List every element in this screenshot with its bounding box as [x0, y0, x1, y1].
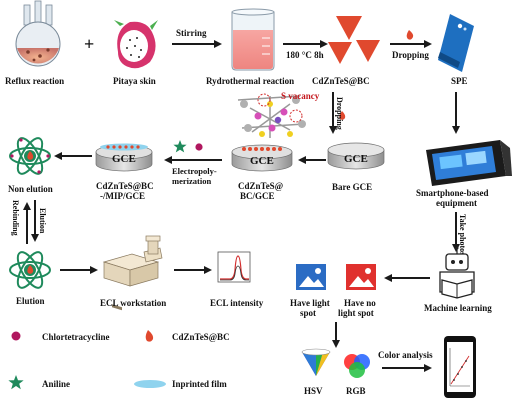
pitaya-label: Pitaya skin — [113, 76, 156, 86]
red-drop-legend-icon — [145, 330, 154, 342]
stirring-label: Stirring — [176, 28, 207, 38]
elution-label: Elution — [16, 296, 45, 306]
hsv-label: HSV — [304, 386, 323, 396]
have-light-spot-icon — [296, 264, 326, 290]
cdzntes-top-label: CdZnTeS@BC — [312, 76, 370, 86]
electropoly-label-1: Electropoly- — [172, 166, 217, 176]
ecl-workstation-icon — [102, 235, 163, 311]
reflux-label: Reflux reaction — [5, 76, 64, 86]
purple-circle-icon — [11, 331, 21, 341]
have-light-label-2: spot — [300, 308, 316, 318]
crystal-structure-icon — [237, 93, 306, 138]
spe-electrode-icon — [438, 14, 474, 72]
bare-gce-electrode — [327, 142, 385, 170]
dropping-top-label: Dropping — [392, 50, 429, 60]
red-drop-icon — [406, 30, 414, 40]
hydrothermal-label: Rydrothermal reaction — [206, 76, 294, 86]
gce3-label: GCE — [344, 153, 368, 165]
plus-icon: + — [84, 34, 94, 54]
green-star-small-icon — [173, 140, 187, 153]
temp-label: 180 °C 8h — [286, 50, 324, 60]
reflux-flask-icon — [15, 0, 61, 67]
pitaya-icon — [114, 20, 158, 69]
legend: Chlortetracycline CdZnTeS@BC Aniline Inp… — [8, 330, 230, 390]
gce2-label: GCE — [250, 155, 274, 167]
have-no-light-label-2: light spot — [338, 308, 374, 318]
machine-learning-label: Machine learning — [424, 303, 492, 313]
take-photos-label: Take photos — [458, 214, 467, 255]
machine-learning-robot-icon — [439, 246, 475, 299]
red-drop-mid-icon — [339, 111, 346, 120]
have-no-light-spot-icon — [346, 264, 376, 290]
mip-gce-label-1: CdZnTeS@BC — [96, 181, 154, 191]
hsv-cone-icon — [301, 348, 331, 376]
have-light-label-1: Have light — [290, 298, 330, 308]
bare-gce-label: Bare GCE — [332, 182, 372, 192]
non-elution-label: Non elution — [8, 184, 53, 194]
cdzntes-gce-label-2: BC/GCE — [240, 191, 275, 201]
rgb-label: RGB — [346, 386, 366, 396]
rebinding-label: Rebinding — [11, 200, 20, 236]
dropping-mid-label: Dropping — [335, 97, 344, 130]
purple-circle-small-icon — [195, 143, 203, 151]
smartphone-equipment-icon — [426, 140, 512, 186]
electropoly-label-2: merization — [172, 176, 211, 186]
cdzntes-gce-label-1: CdZnTeS@ — [238, 181, 283, 191]
elution-arrow-label: Elution — [38, 208, 47, 234]
non-elution-atom-icon — [9, 137, 51, 175]
ecl-workstation-label: ECL workstation — [100, 298, 166, 308]
smartphone-label-2: equipment — [436, 198, 477, 208]
smartphone-label-1: Smartphone-based — [416, 188, 489, 198]
spe-label: SPE — [451, 76, 468, 86]
mip-gce-label-2: -/MIP/GCE — [100, 191, 145, 201]
phone-result-icon — [444, 336, 476, 398]
have-no-light-label-1: Have no — [344, 298, 376, 308]
legend-aniline-label: Aniline — [42, 379, 70, 389]
rgb-circles-icon — [344, 354, 370, 378]
elution-atom-icon — [9, 251, 51, 289]
gce1-label: GCE — [112, 153, 136, 165]
ecl-intensity-label: ECL intensity — [210, 298, 264, 308]
mip-gce-electrode — [95, 143, 153, 172]
cdzntes-cluster-icon — [328, 16, 380, 64]
legend-cdzntes-label: CdZnTeS@BC — [172, 332, 230, 342]
cyan-ellipse-icon — [134, 380, 166, 388]
beaker-icon — [231, 8, 275, 71]
ecl-intensity-chart-icon — [217, 251, 251, 283]
s-vacancy-label: S vacancy — [281, 91, 320, 101]
legend-film-label: Inprinted film — [172, 379, 227, 389]
legend-chlortetracycline-label: Chlortetracycline — [42, 332, 109, 342]
green-star-icon — [8, 375, 24, 390]
cdzntes-gce-electrode — [231, 144, 293, 172]
color-analysis-label: Color analysis — [378, 350, 433, 360]
